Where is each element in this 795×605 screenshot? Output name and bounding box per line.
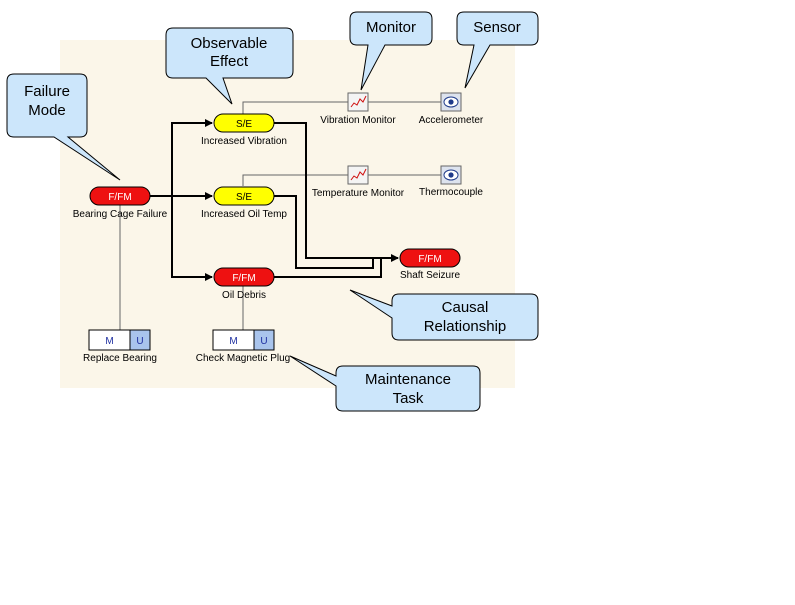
sensor-node-accelerometer[interactable]: Accelerometer [419, 92, 484, 126]
callout-line2: Effect [210, 53, 249, 70]
callout-failure-mode: Failure Mode [6, 73, 121, 181]
effect-label: Increased Vibration [201, 136, 287, 147]
sensor-label: Accelerometer [419, 115, 484, 126]
link-oiltemp-to-seizure [274, 195, 374, 269]
callout-line1: Causal [442, 299, 489, 316]
callout-line1: Failure [24, 83, 70, 100]
monitor-label: Vibration Monitor [320, 115, 396, 126]
failure-code: F/FM [418, 254, 441, 265]
callout-sensor: Sensor [456, 11, 539, 89]
eye-icon [443, 96, 459, 108]
failure-label: Oil Debris [222, 290, 266, 301]
failure-node-shaft-seizure[interactable]: F/FM Shaft Seizure [399, 248, 461, 281]
task-label: Check Magnetic Plug [196, 353, 291, 364]
callout-maintenance-task: Maintenance Task [289, 355, 481, 412]
callout-monitor: Monitor [349, 11, 433, 91]
failure-label: Shaft Seizure [400, 270, 460, 281]
callout-causal-relationship: Causal Relationship [349, 289, 539, 341]
failure-label: Bearing Cage Failure [73, 209, 168, 220]
causal-links [150, 119, 399, 281]
callout-line2: Mode [28, 102, 66, 119]
failure-node-oil-debris[interactable]: F/FM Oil Debris [213, 267, 275, 301]
monitor-label: Temperature Monitor [312, 188, 405, 199]
task-right: U [136, 336, 143, 347]
task-left: M [105, 336, 113, 347]
failure-node-bearing-cage[interactable]: F/FM Bearing Cage Failure [73, 186, 168, 220]
eye-icon [443, 169, 459, 181]
sensor-node-thermocouple[interactable]: Thermocouple [419, 165, 483, 198]
link-vibration-to-seizure [274, 122, 399, 262]
chart-line-icon [350, 95, 367, 108]
thin-connectors [119, 101, 451, 330]
callout-line1: Maintenance [365, 371, 451, 388]
callout-line2: Task [393, 390, 424, 407]
effect-code: S/E [236, 192, 252, 203]
task-node-check-plug[interactable]: M U Check Magnetic Plug [196, 329, 291, 364]
callout-line1: Observable [191, 35, 268, 52]
effect-node-vibration[interactable]: S/E Increased Vibration [201, 113, 287, 147]
chart-line-icon [350, 168, 367, 181]
failure-code: F/FM [108, 192, 131, 203]
failure-code: F/FM [232, 273, 255, 284]
callout-line1: Monitor [366, 19, 416, 36]
callout-line1: Sensor [473, 19, 521, 36]
link-bearing-to-debris [171, 196, 213, 281]
effect-node-oil-temp[interactable]: S/E Increased Oil Temp [201, 186, 287, 220]
task-label: Replace Bearing [83, 353, 157, 364]
task-left: M [229, 336, 237, 347]
effect-code: S/E [236, 119, 252, 130]
callout-line2: Relationship [424, 318, 507, 335]
link-debris-to-seizure [274, 258, 382, 278]
task-right: U [260, 336, 267, 347]
sensor-label: Thermocouple [419, 187, 483, 198]
effect-label: Increased Oil Temp [201, 209, 287, 220]
monitor-node-temperature[interactable]: Temperature Monitor [312, 165, 405, 199]
callout-observable-effect: Observable Effect [165, 27, 294, 105]
monitor-node-vibration[interactable]: Vibration Monitor [320, 92, 396, 126]
task-node-replace-bearing[interactable]: M U Replace Bearing [83, 329, 157, 364]
